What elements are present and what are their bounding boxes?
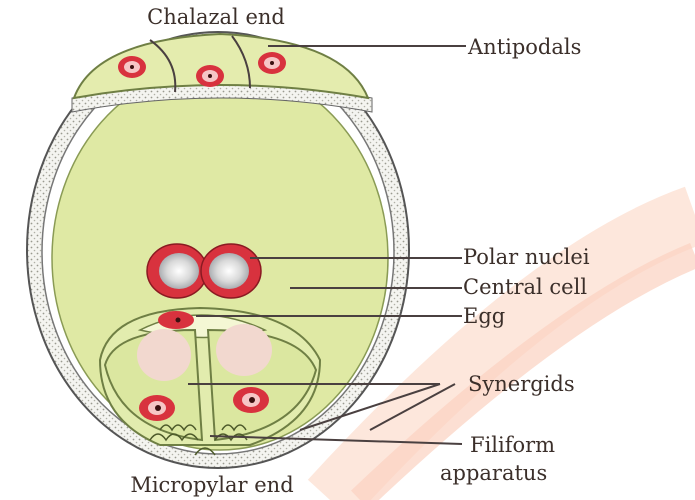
label-antipodals: Antipodals bbox=[467, 35, 581, 59]
polar-nucleus-right bbox=[201, 244, 261, 298]
label-egg: Egg bbox=[463, 304, 505, 328]
label-synergids: Synergids bbox=[468, 372, 575, 396]
label-chalazal-end: Chalazal end bbox=[147, 5, 285, 29]
label-polar-nuclei: Polar nuclei bbox=[463, 245, 590, 269]
antipodal-cell-2 bbox=[196, 65, 224, 87]
polar-nucleus-left bbox=[147, 244, 207, 298]
label-central-cell: Central cell bbox=[463, 275, 587, 299]
label-apparatus: apparatus bbox=[440, 461, 547, 485]
antipodal-cell-1 bbox=[118, 56, 146, 78]
label-filiform: Filiform bbox=[470, 433, 555, 457]
antipodal-cell-3 bbox=[258, 52, 286, 74]
label-micropylar-end: Micropylar end bbox=[130, 473, 293, 497]
